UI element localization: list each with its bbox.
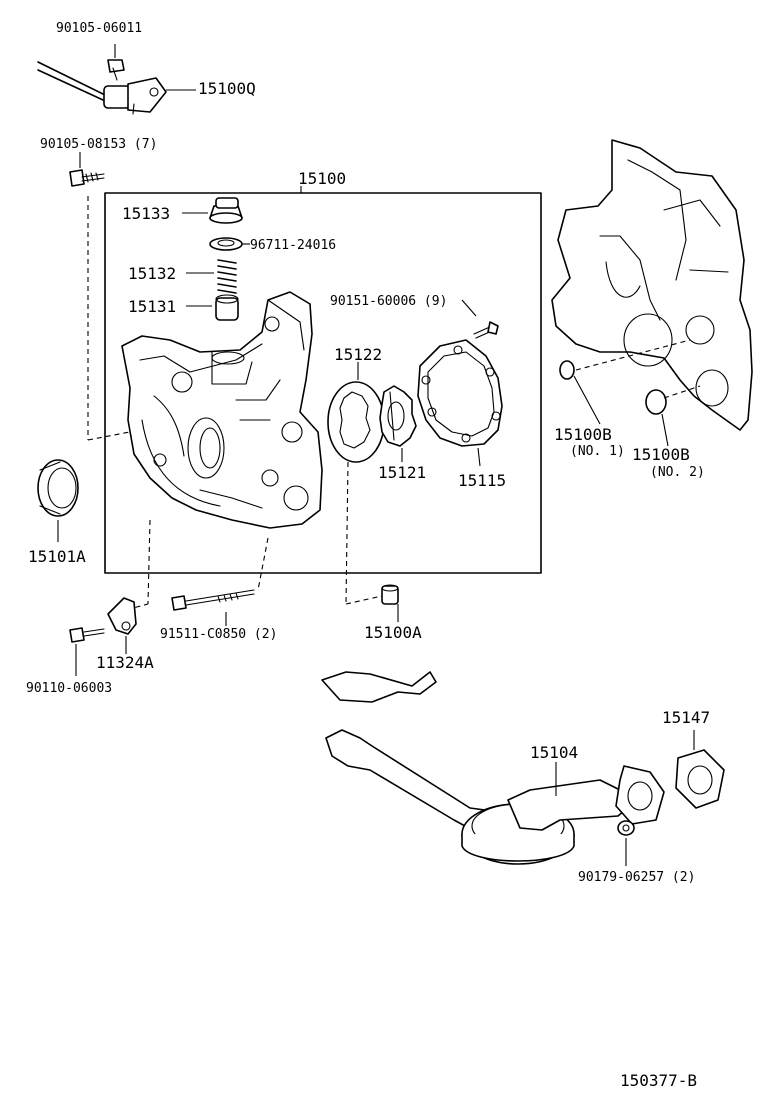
bolt-90105-06011 [107,44,125,81]
label-oring-no2-note: (NO. 2) [650,465,705,480]
engine-block [551,139,753,431]
nut-90179-06257 [617,820,635,866]
driven-rotor-15121 [379,385,417,462]
label-nut-2: 90179-06257 (2) [578,870,695,885]
o-ring-no1 [559,360,601,425]
label-strainer-gasket: 15147 [662,708,710,727]
bolt-90105-08153 [69,152,141,441]
o-ring-no2 [645,389,669,447]
label-bolt-bottom: 90110-06003 [26,681,112,696]
label-sensor: 15100Q [198,79,256,98]
valve-15131 [186,294,239,321]
label-seal: 15101A [28,547,86,566]
label-rotor-drive: 15122 [334,345,382,364]
label-bolt-top: 90105-06011 [56,21,142,36]
diagram-id: 150377-B [620,1071,697,1090]
label-oring-no1: 15100B [554,425,612,444]
pump-cover-15115 [417,339,503,467]
label-oring-no2: 15100B [632,445,690,464]
spring-15132 [186,259,237,294]
label-assembly: 15100 [298,169,346,188]
oil-pump-body [121,291,323,529]
plug-15133 [182,197,243,224]
label-plug: 15133 [122,204,170,223]
label-gasket-96711: 96711-24016 [250,238,336,253]
bolt-91511-C0850 [171,589,255,626]
oil-strainer-15104 [321,671,665,865]
label-bolt-7: 90105-08153 (7) [40,137,157,152]
pin-15100A [381,584,399,622]
label-pin: 15100A [364,623,422,642]
label-valve: 15131 [128,297,176,316]
label-strainer: 15104 [530,743,578,762]
drive-rotor-15122 [327,362,385,463]
label-bolt-2: 91511-C0850 (2) [160,627,277,642]
screw-90151-60006 [461,299,499,339]
label-oring-no1-note: (NO. 1) [570,444,625,459]
strainer-gasket-15147 [675,730,725,809]
bracket-11324A [107,597,137,654]
crank-position-sensor [37,61,196,115]
label-cover: 15115 [458,471,506,490]
bolt-90110-06003 [69,627,105,676]
label-bracket: 11324A [96,653,154,672]
label-screw-9: 90151-60006 (9) [330,294,447,309]
gasket-96711-24016 [209,237,250,251]
oil-seal-15101A [37,459,79,542]
assembly-frame [104,192,542,574]
label-spring: 15132 [128,264,176,283]
label-rotor-driven: 15121 [378,463,426,482]
